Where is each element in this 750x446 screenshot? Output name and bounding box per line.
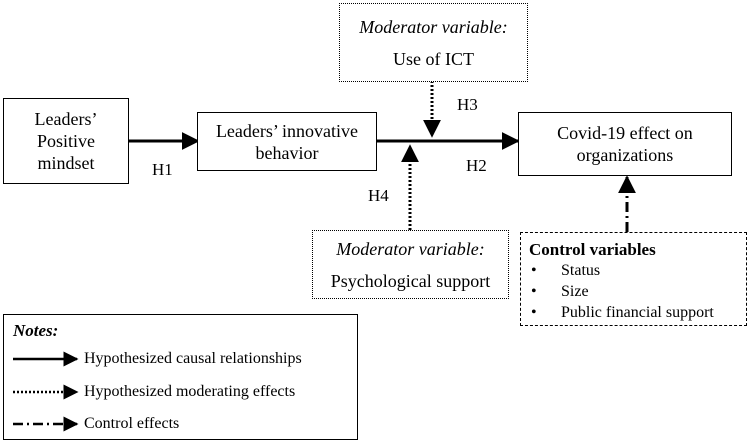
control-variables-box: Control variables •Status •Size •Public … bbox=[520, 232, 747, 326]
h1-label: H1 bbox=[152, 160, 173, 179]
moderator-ict-text: Use of ICT bbox=[393, 48, 474, 69]
innovative-behavior-line2: behavior bbox=[255, 142, 319, 163]
legend-causal-text: Hypothesized causal relationships bbox=[84, 350, 302, 367]
control-variables-heading: Control variables bbox=[529, 240, 656, 259]
covid-effect-line2: organizations bbox=[576, 145, 674, 165]
control-item-status: •Status bbox=[531, 262, 601, 279]
h4-label: H4 bbox=[368, 186, 389, 205]
covid-effect-line1: Covid-19 effect on bbox=[557, 123, 693, 143]
moderator-psych-box: Moderator variable: Psychological suppor… bbox=[312, 230, 509, 299]
control-item-size: •Size bbox=[531, 283, 589, 300]
notes-legend: Notes: bbox=[3, 314, 358, 440]
innovative-behavior-line1: Leaders’ innovative bbox=[215, 120, 359, 141]
moderator-ict-box: Moderator variable: Use of ICT bbox=[339, 3, 528, 82]
positive-mindset-line3: mindset bbox=[37, 153, 95, 173]
innovative-behavior-box: Leaders’ innovative behavior bbox=[197, 112, 377, 171]
covid-effect-box: Covid-19 effect on organizations bbox=[518, 112, 732, 176]
moderator-ict-heading: Moderator variable: bbox=[359, 16, 508, 37]
legend-control-text: Control effects bbox=[84, 415, 180, 432]
notes-title: Notes: bbox=[13, 321, 59, 340]
moderator-psych-text: Psychological support bbox=[330, 270, 491, 291]
h2-label: H2 bbox=[466, 156, 487, 175]
positive-mindset-line2: Positive bbox=[36, 131, 95, 151]
positive-mindset-box: Leaders’ Positive mindset bbox=[3, 98, 129, 184]
control-item-funding: •Public financial support bbox=[531, 304, 714, 321]
h3-label: H3 bbox=[457, 95, 478, 114]
moderator-psych-heading: Moderator variable: bbox=[336, 238, 485, 259]
positive-mindset-line1: Leaders’ bbox=[34, 109, 98, 129]
control-variables-list: •Status •Size •Public financial support bbox=[529, 260, 714, 323]
legend-moderating-text: Hypothesized moderating effects bbox=[84, 383, 296, 400]
